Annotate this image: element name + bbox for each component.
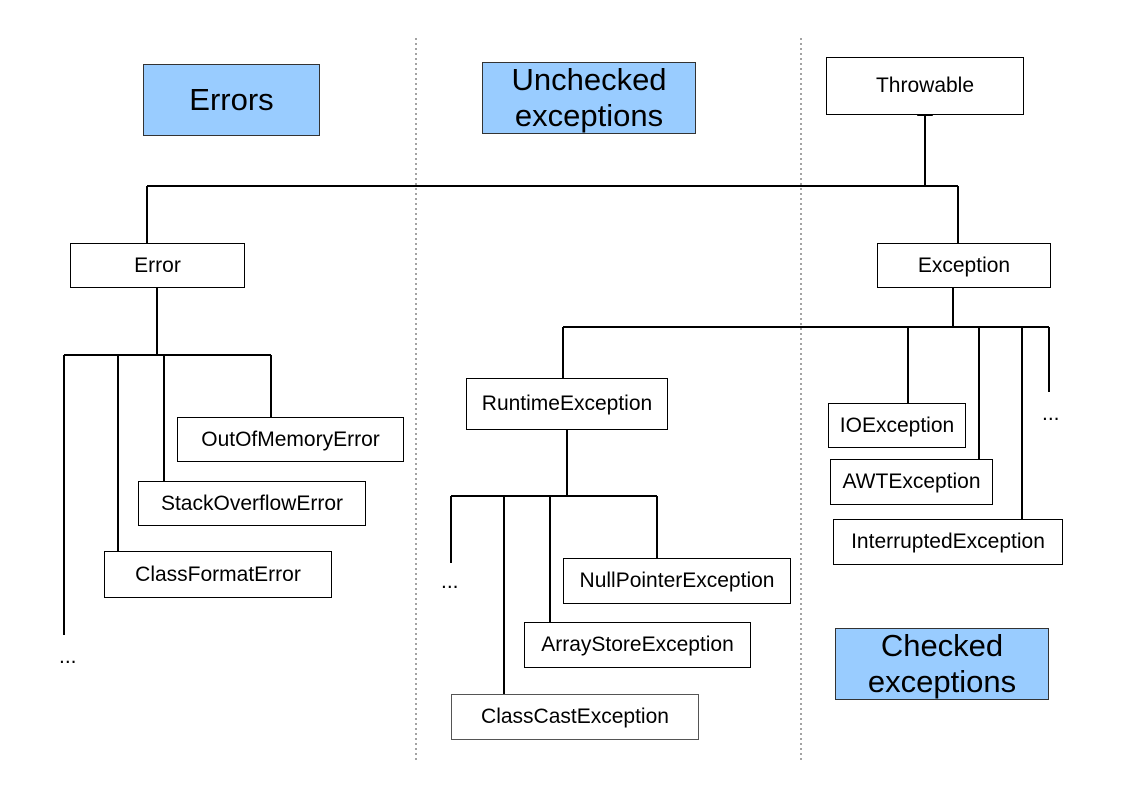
checked-exceptions-section-label: Checked exceptions: [835, 628, 1049, 700]
exception-more-marker: ...: [1042, 402, 1060, 425]
errors-section-text: Errors: [189, 82, 274, 117]
exception-box: Exception: [877, 243, 1051, 288]
io-exception-box: IOException: [828, 403, 966, 448]
errors-section-label: Errors: [143, 64, 320, 136]
throwable-box: Throwable: [826, 57, 1024, 115]
checked-section-line-2: exceptions: [867, 664, 1017, 699]
unchecked-section-line-2: exceptions: [514, 98, 664, 133]
error-box: Error: [70, 243, 245, 288]
null-pointer-exception-box: NullPointerException: [563, 558, 791, 604]
unchecked-exceptions-section-label: Unchecked exceptions: [482, 62, 696, 134]
unchecked-section-line-1: Unchecked: [511, 62, 667, 97]
interrupted-exception-box: InterruptedException: [833, 519, 1063, 565]
error-more-marker: ...: [59, 645, 77, 668]
runtime-exception-box: RuntimeException: [466, 378, 668, 430]
checked-section-line-1: Checked: [880, 628, 1004, 663]
stack-overflow-error-box: StackOverflowError: [138, 481, 366, 526]
awt-exception-box: AWTException: [830, 459, 993, 505]
out-of-memory-error-box: OutOfMemoryError: [177, 417, 404, 462]
array-store-exception-box: ArrayStoreException: [524, 622, 751, 668]
class-format-error-box: ClassFormatError: [104, 551, 332, 598]
runtime-exception-more-marker: ...: [441, 570, 459, 593]
class-cast-exception-box: ClassCastException: [451, 694, 699, 740]
